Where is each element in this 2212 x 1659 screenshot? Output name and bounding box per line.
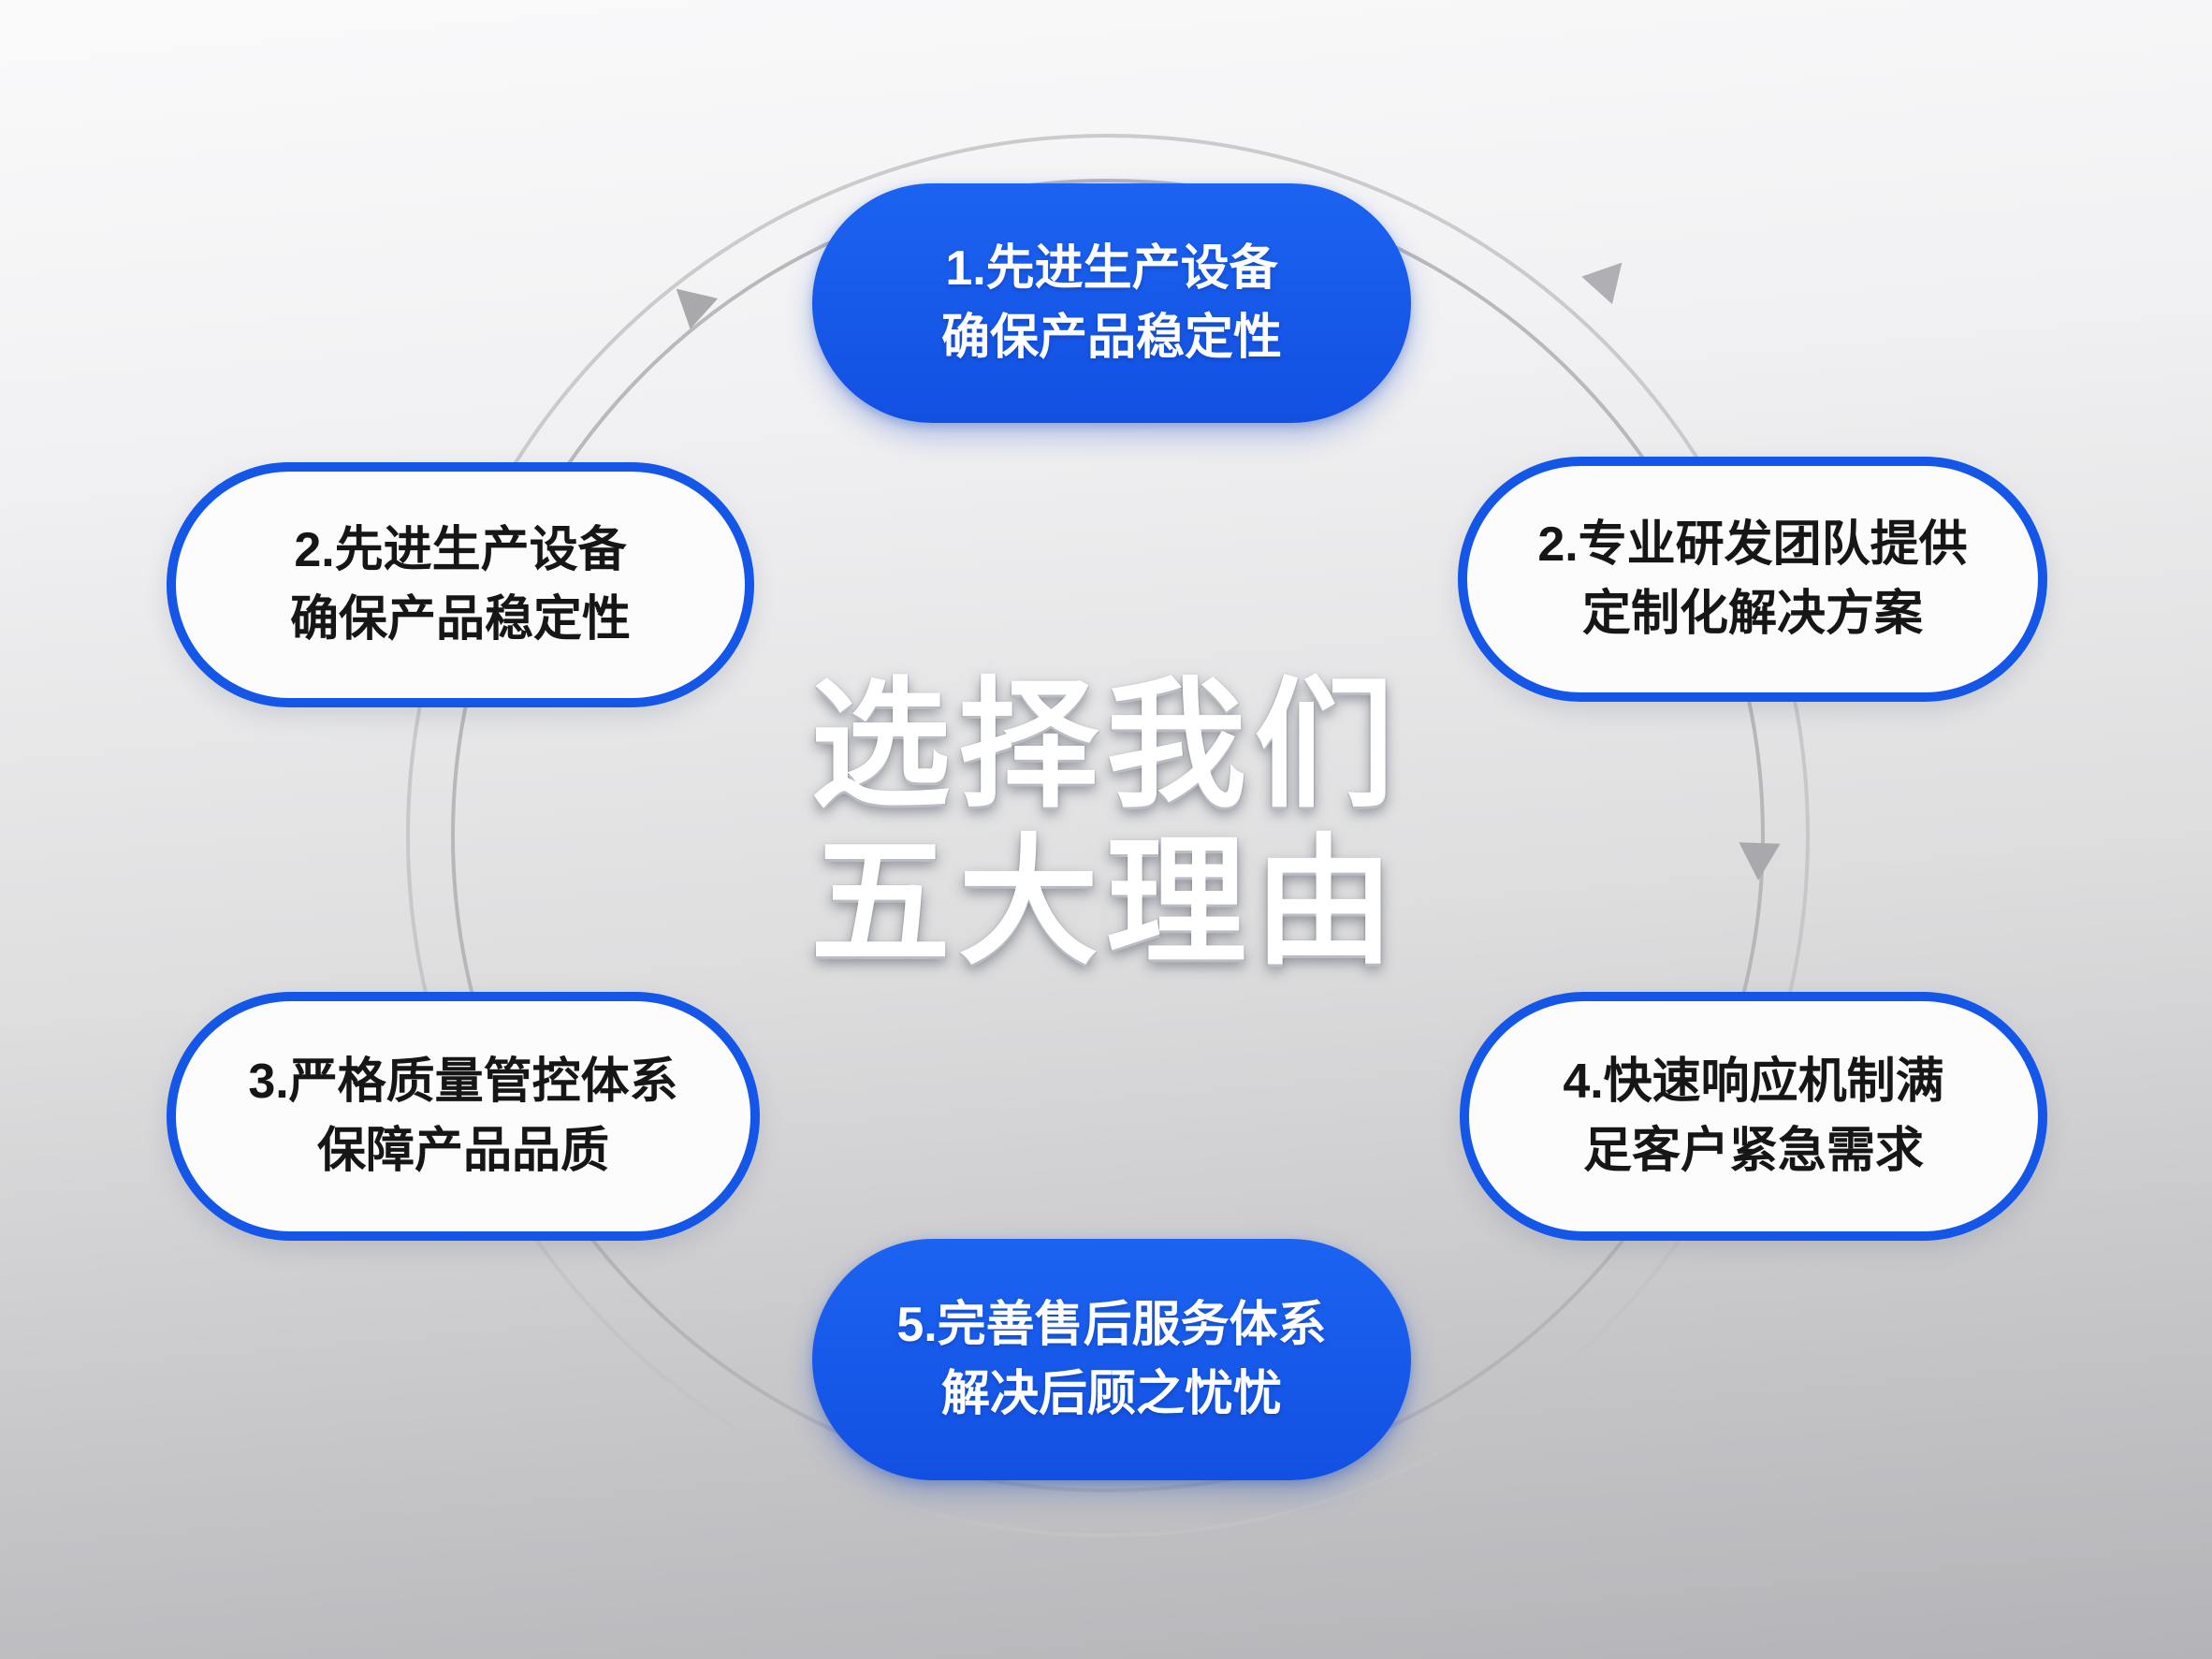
reason-pill-4: 4.快速响应机制满 足客户紧急需求 bbox=[1460, 992, 2047, 1241]
reason-5-line-2: 解决后顾之忧忧 bbox=[940, 1367, 1282, 1421]
center-title-line-2: 五大理由 bbox=[809, 823, 1403, 981]
ring-outer-circle bbox=[406, 134, 1810, 1537]
arrow-icon bbox=[1739, 842, 1781, 880]
reason-pill-3: 3.严格质量管控体系 保障产品品质 bbox=[167, 992, 760, 1241]
reason-2-left-line-2: 确保产品稳定性 bbox=[289, 592, 631, 647]
arrow-icon bbox=[1581, 262, 1623, 305]
reason-2-left-line-1: 2.先进生产设备 bbox=[294, 523, 627, 577]
reason-2-right-line-2: 定制化解决方案 bbox=[1581, 587, 1923, 641]
reason-3-line-2: 保障产品品质 bbox=[316, 1124, 609, 1178]
reason-pill-5: 5.完善售后服务体系 解决后顾之忧忧 bbox=[812, 1239, 1411, 1480]
arrow-icon bbox=[676, 288, 719, 329]
center-title: 选择我们 五大理由 bbox=[810, 666, 1402, 981]
reason-2-right-line-1: 2.专业研发团队提供 bbox=[1537, 517, 1968, 572]
ring-inner-circle bbox=[451, 179, 1765, 1492]
center-title-line-1: 选择我们 bbox=[809, 666, 1403, 823]
reason-5-line-1: 5.完善售后服务体系 bbox=[896, 1298, 1327, 1352]
reason-4-line-1: 4.快速响应机制满 bbox=[1563, 1055, 1944, 1109]
reason-pill-1: 1.先进生产设备 确保产品稳定性 bbox=[812, 183, 1411, 423]
reason-1-line-1: 1.先进生产设备 bbox=[945, 241, 1278, 296]
reason-3-line-1: 3.严格质量管控体系 bbox=[248, 1055, 678, 1109]
reason-1-line-2: 确保产品稳定性 bbox=[940, 311, 1282, 365]
reason-pill-2-left: 2.先进生产设备 确保产品稳定性 bbox=[167, 462, 754, 707]
reason-pill-2-right: 2.专业研发团队提供 定制化解决方案 bbox=[1458, 457, 2047, 702]
reason-4-line-2: 足客户紧急需求 bbox=[1582, 1124, 1924, 1178]
